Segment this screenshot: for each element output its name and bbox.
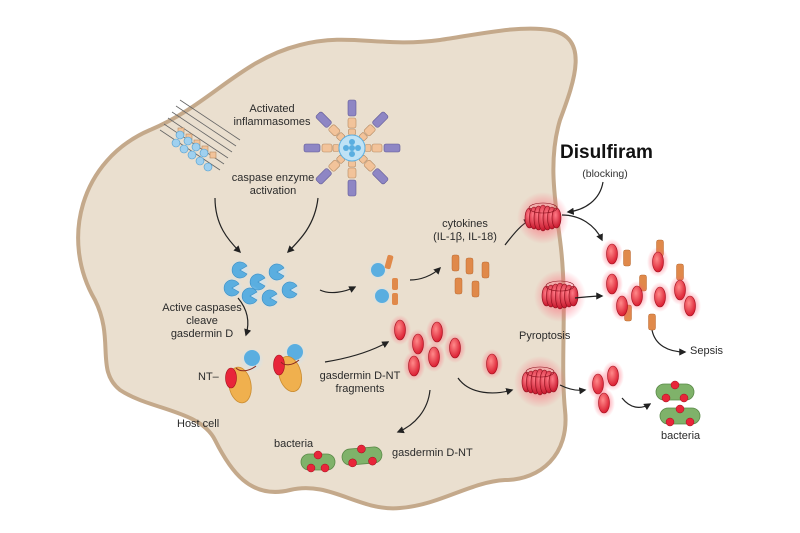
label-nt: NT– — [198, 371, 219, 383]
inflammasome-spoke — [359, 155, 389, 185]
arrow-to-fragments — [324, 341, 390, 363]
inflammasome-spoke — [315, 155, 345, 185]
arrow-caspase-to-cytokine — [319, 286, 357, 294]
label-cytokines-line2: (IL-1β, IL-18) — [433, 231, 497, 243]
released-fragment — [598, 392, 610, 414]
label-caspase-line2: activation — [249, 185, 297, 197]
inflammasome-spoke — [347, 99, 357, 136]
label-activated-line2: inflammasomes — [233, 116, 311, 128]
arrow-to-bacteria-out — [621, 397, 652, 411]
bacteria-pore-dot — [665, 417, 675, 427]
label-bacteria-inside: bacteria — [274, 438, 314, 450]
released-fragment — [616, 295, 628, 317]
bacteria-pore-dot — [320, 463, 330, 473]
label-active-line2: cleave — [186, 315, 218, 327]
bacterium — [341, 444, 383, 468]
label-active-line1: Active caspases — [162, 302, 242, 314]
caspase — [268, 263, 285, 281]
caspase — [281, 281, 298, 299]
label-cytokines-line1: cytokines — [442, 218, 488, 230]
gasdermin-fragment — [431, 321, 443, 343]
label-activated-line1: Activated — [249, 103, 295, 115]
arrow-to-caspases-left — [214, 197, 242, 254]
gasdermin-d-full — [225, 342, 307, 404]
caspase — [241, 287, 258, 305]
label-active-line3: gasdermin D — [170, 328, 234, 340]
gasdermin-fragment — [408, 355, 420, 377]
released-cytokine — [648, 313, 656, 331]
inflammasome-spoke — [303, 143, 340, 153]
bacteria-pore-dot — [313, 450, 323, 460]
pores — [514, 192, 586, 408]
label-sepsis: Sepsis — [690, 345, 724, 357]
arrow-to-caspases-right — [286, 197, 319, 254]
bacteria-pore-dot — [685, 417, 695, 427]
arrow-cleave — [237, 297, 252, 337]
arrow-pore3-out — [559, 384, 587, 395]
bacteria-pore-dot — [679, 393, 689, 403]
released-fragment — [606, 273, 618, 295]
bacteria-pore-dot — [670, 380, 680, 390]
label-gasdermin-dnt: gasdermin D-NT — [392, 447, 473, 459]
label-host-cell: Host cell — [177, 418, 220, 430]
arrow-pore1-out — [561, 214, 603, 242]
caspase — [231, 261, 248, 279]
bacteria-pore-dot — [357, 444, 366, 454]
label-disulfiram: Disulfiram — [560, 142, 653, 163]
gasdermin-dnt-fragments — [389, 315, 503, 381]
bacterium — [300, 450, 336, 473]
caspase — [223, 279, 240, 297]
label-gasdermin-fragments: gasdermin D-NT fragments — [310, 370, 410, 396]
released-fragment — [606, 243, 618, 265]
released-cytokine — [623, 249, 631, 267]
arrow-to-sepsis — [651, 329, 687, 356]
arrow-fragments-to-bacteria — [396, 389, 431, 434]
gasdermin-fragment — [412, 333, 424, 355]
label-cytokines: cytokines (IL-1β, IL-18) — [420, 218, 510, 244]
released-fragment — [684, 295, 696, 317]
gasdermin-pore — [541, 280, 579, 310]
label-caspase-line1: caspase enzyme — [231, 172, 315, 184]
bacteria-outside — [655, 380, 701, 427]
cytokines-inside — [451, 254, 490, 298]
bacterium — [655, 380, 695, 403]
released-fragment — [654, 286, 666, 308]
bacterium — [659, 404, 701, 427]
inflammasome-wheel — [303, 99, 401, 197]
released-contents — [587, 239, 701, 418]
gasdermin-pore — [521, 366, 559, 396]
active-caspases-cluster — [221, 259, 301, 309]
bacteria-pore-dot — [306, 463, 316, 473]
host-cell-membrane — [76, 26, 578, 511]
caspase-cytokine-processing — [368, 254, 398, 306]
label-bacteria-outside: bacteria — [661, 430, 701, 442]
released-fragment — [652, 251, 664, 273]
gasdermin-fragment — [449, 337, 461, 359]
bacteria-pore-dot — [348, 458, 357, 468]
gasdermin-fragment — [486, 353, 498, 375]
bacteria-pore-dot — [661, 393, 671, 403]
bacteria-inside — [300, 444, 383, 473]
gasdermin-fragment — [428, 346, 440, 368]
arrow-to-cytokines — [409, 266, 442, 281]
label-pyroptosis: Pyroptosis — [519, 330, 571, 342]
inflammasome-filament — [159, 99, 241, 172]
gasdermin-pore — [524, 202, 562, 232]
arrow-disulfiram — [566, 181, 604, 215]
label-gsd-frag-line2: fragments — [335, 383, 385, 395]
released-fragment — [631, 285, 643, 307]
arrow-fragments-to-pore — [457, 377, 514, 396]
label-active-caspases: Active caspases cleave gasdermin D — [152, 302, 252, 341]
bacteria-pore-dot — [675, 404, 685, 414]
label-gsd-frag-line1: gasdermin D-NT — [319, 370, 401, 382]
label-blocking: (blocking) — [582, 168, 628, 180]
gasdermin-fragment — [394, 319, 406, 341]
bacteria-pore-dot — [368, 456, 377, 466]
arrow-pore2-out — [574, 292, 604, 300]
released-fragment — [607, 365, 619, 387]
label-activated-inflammasomes: Activated inflammasomes — [232, 103, 312, 129]
caspase — [261, 289, 278, 307]
label-caspase-activation: caspase enzyme activation — [218, 172, 328, 198]
